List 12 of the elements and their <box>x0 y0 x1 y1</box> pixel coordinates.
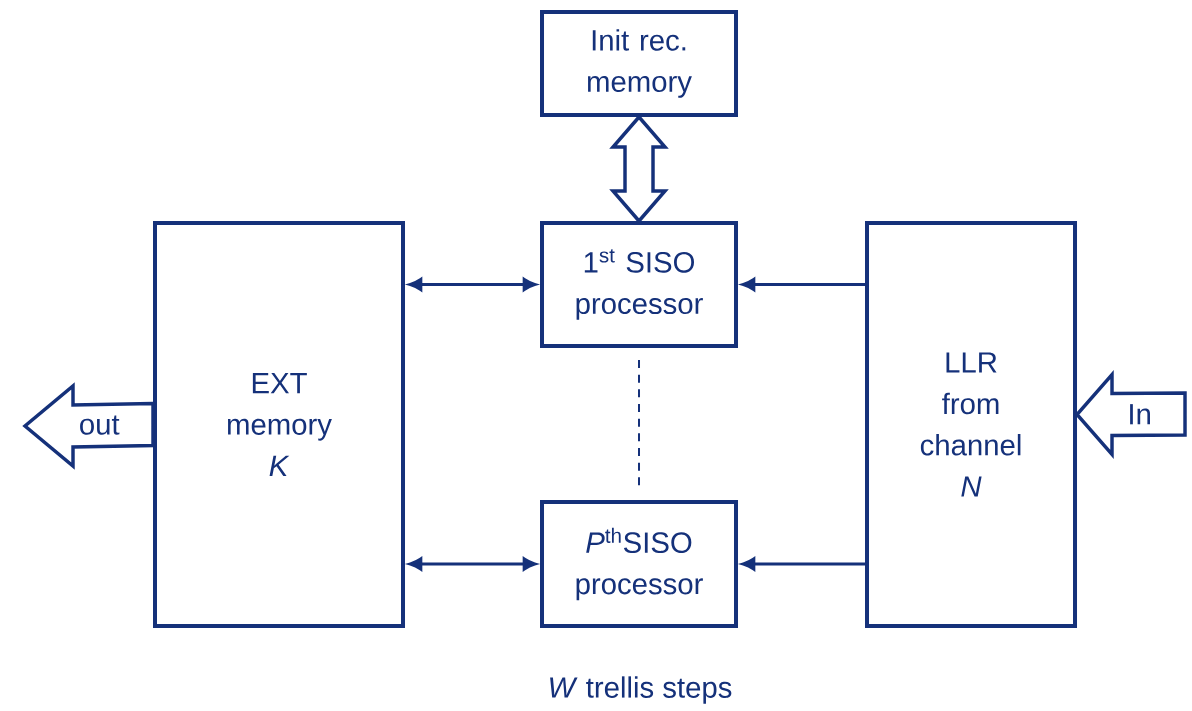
caption-text: W trellis steps <box>550 676 732 704</box>
block-box: 1$^{st}$ SISO processor <box>540 221 738 348</box>
block-arrow <box>1074 369 1187 460</box>
block-box: LLR from channel N <box>865 221 1077 628</box>
block-box: Init rec. memory <box>540 10 738 117</box>
block-box: EXT memory K <box>153 221 405 628</box>
arrow <box>741 557 865 571</box>
arrow <box>408 557 537 571</box>
edge-label: In <box>1130 404 1150 425</box>
block-arrow <box>22 382 155 470</box>
edge-label: out <box>80 415 120 435</box>
block-box: P$^{th}$SISO processor <box>540 500 738 628</box>
